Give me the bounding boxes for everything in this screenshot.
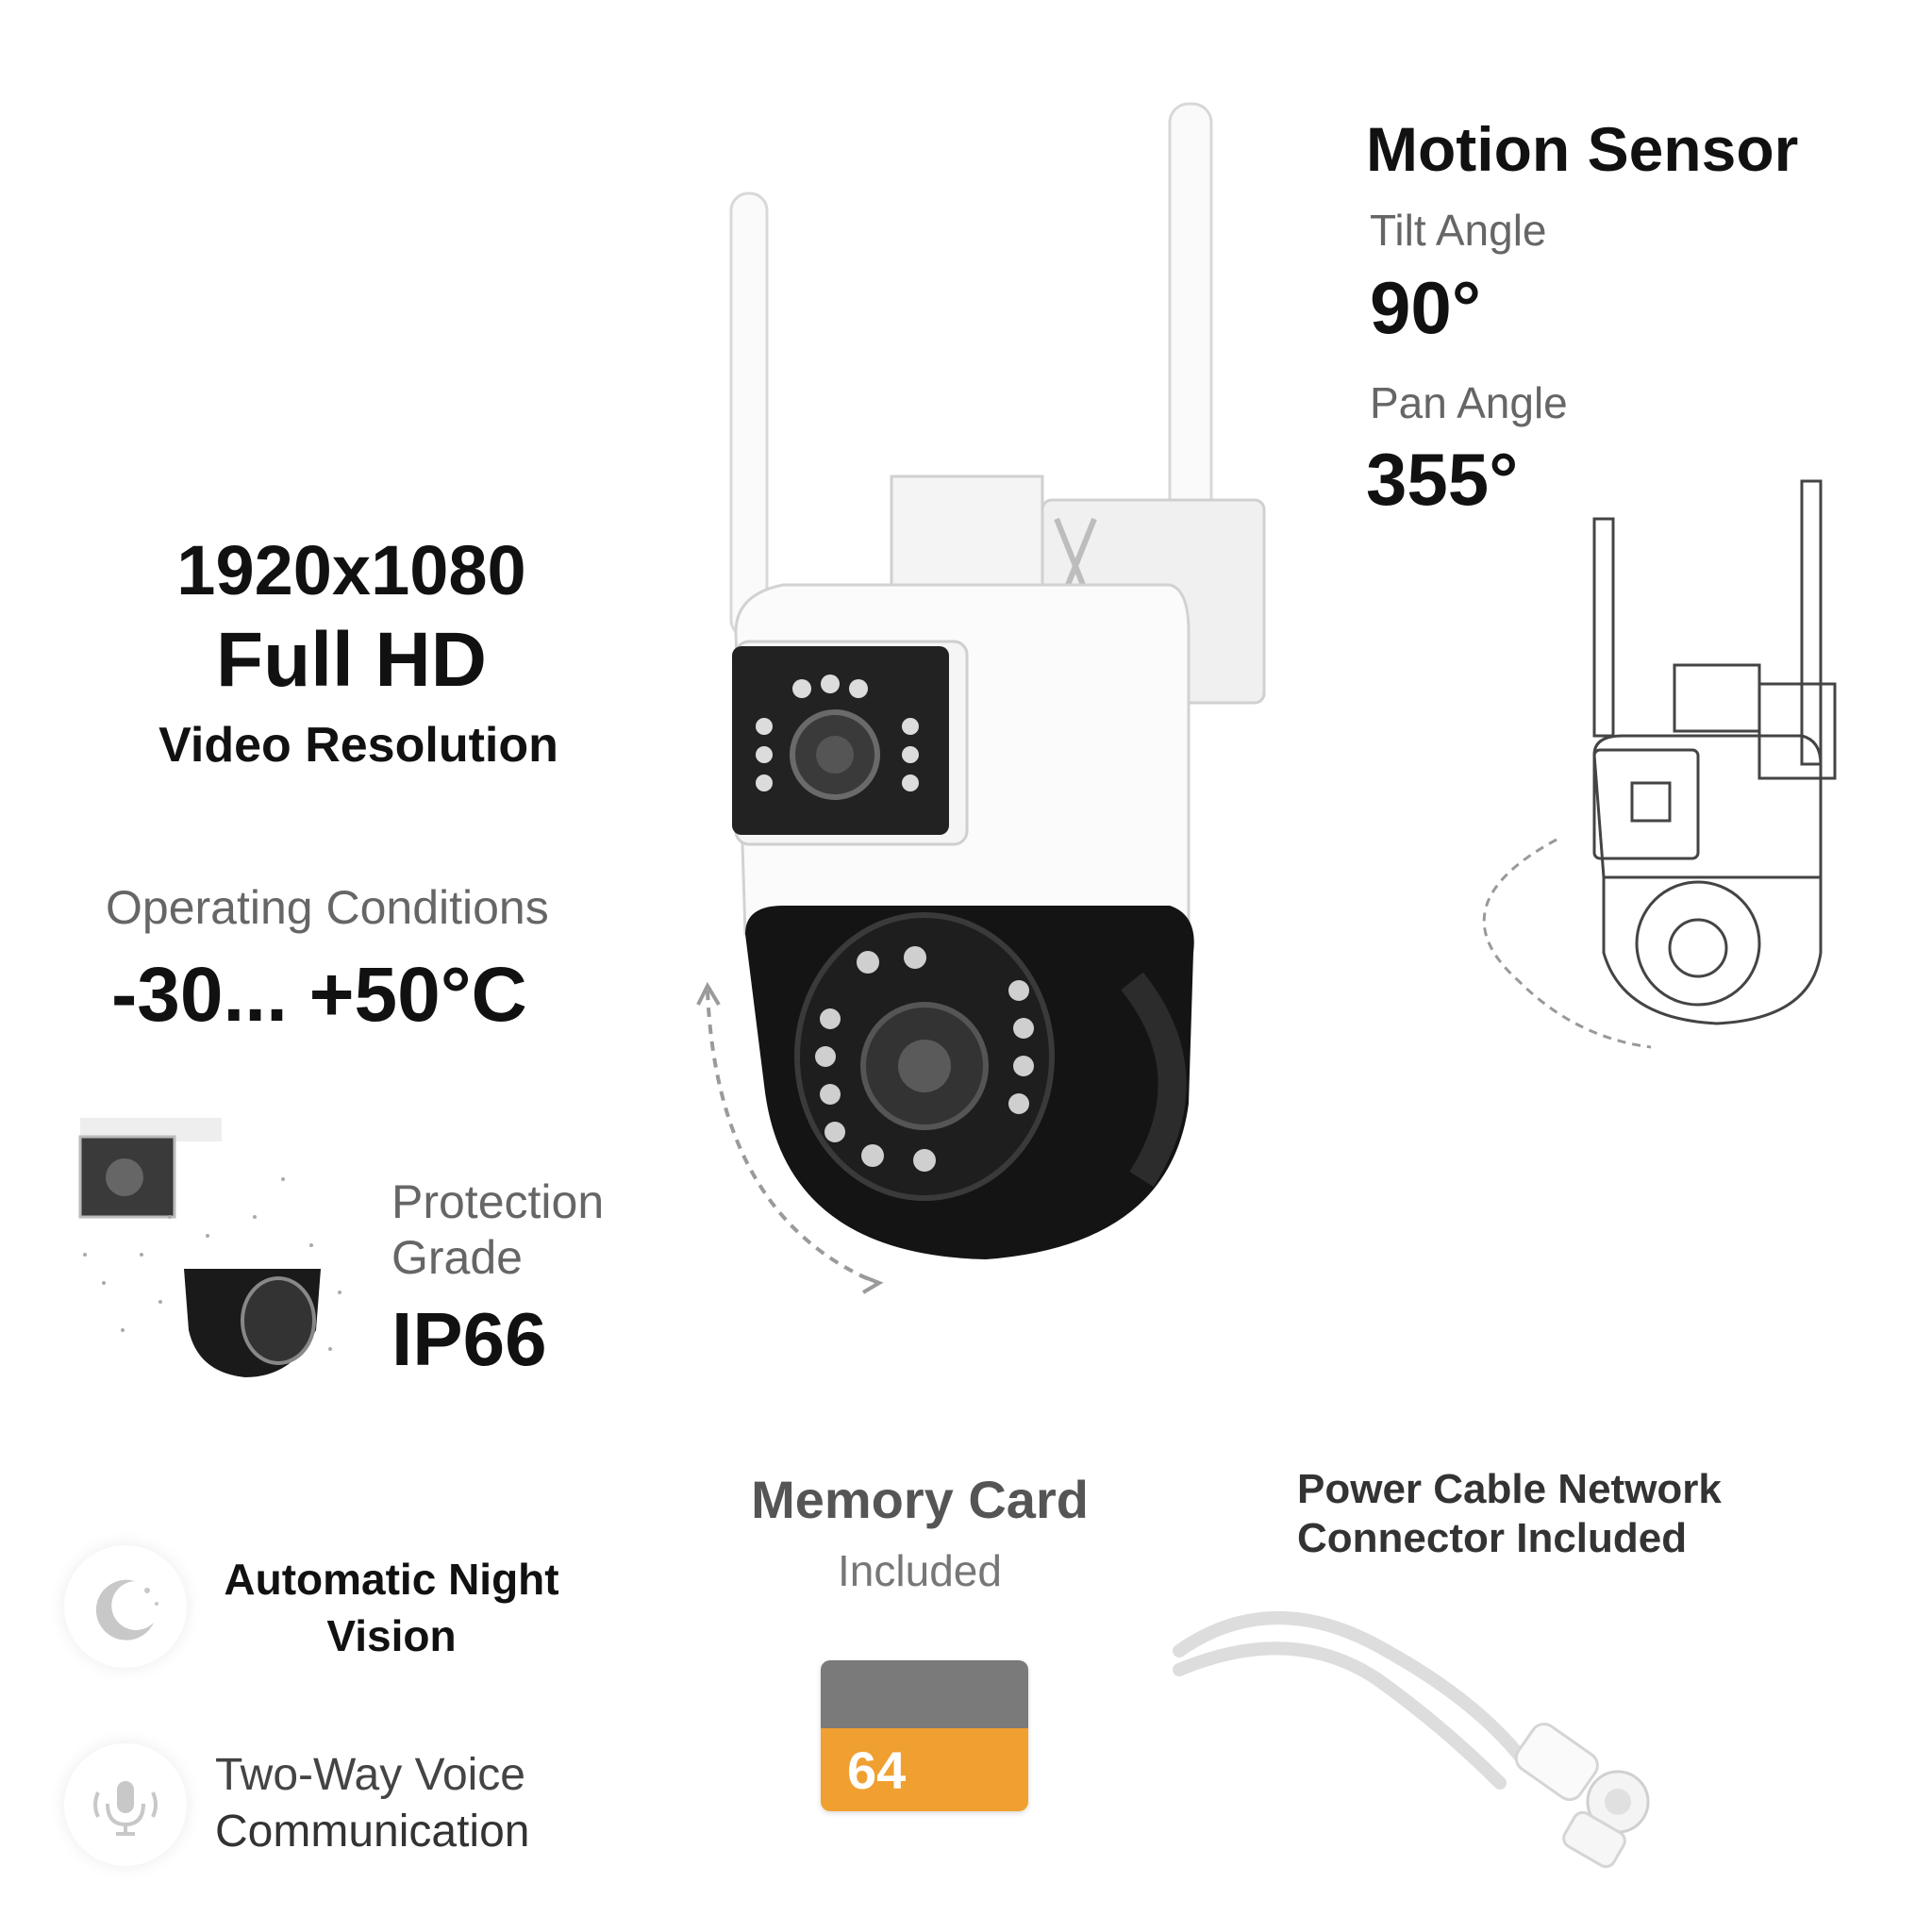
- memory-card-subtitle: Included: [838, 1546, 1002, 1595]
- power-cable-image: [1173, 1611, 1650, 1869]
- night-vision-label-line1: Automatic Night: [224, 1555, 559, 1604]
- operating-conditions-label: Operating Conditions: [106, 881, 549, 934]
- tilt-angle-label: Tilt Angle: [1370, 206, 1547, 255]
- main-camera-image: [696, 102, 1266, 1294]
- voice-icon-circle: [64, 1743, 187, 1866]
- memory-card-title: Memory Card: [751, 1470, 1089, 1529]
- voice-label-line2: Communication: [215, 1807, 530, 1857]
- resolution-value: 1920x1080: [176, 531, 526, 609]
- voice-label-line1: Two-Way Voice: [215, 1750, 525, 1800]
- protection-grade-value: IP66: [391, 1297, 547, 1381]
- power-cable-label-line1: Power Cable Network: [1297, 1466, 1722, 1512]
- pan-angle-label: Pan Angle: [1370, 378, 1568, 427]
- protection-label-line2: Grade: [391, 1231, 523, 1284]
- night-vision-label-line2: Vision: [326, 1611, 457, 1660]
- microphone-icon: [93, 1781, 158, 1836]
- motion-sensor-title: Motion Sensor: [1366, 114, 1799, 184]
- memory-card-image: 64: [821, 1660, 1028, 1811]
- tilt-angle-value: 90°: [1370, 266, 1481, 349]
- night-vision-icon-circle: [64, 1545, 187, 1668]
- operating-conditions-value: -30... +50°C: [111, 952, 527, 1038]
- pan-angle-value: 355°: [1366, 438, 1519, 521]
- protection-label-line1: Protection: [391, 1175, 605, 1228]
- memory-card-capacity: 64: [847, 1740, 907, 1800]
- ip66-camera-image: [78, 1118, 341, 1377]
- resolution-label: Full HD: [216, 617, 487, 703]
- resolution-caption: Video Resolution: [158, 718, 558, 773]
- moon-icon: [95, 1579, 158, 1641]
- sketch-camera-image: [1482, 479, 1837, 1049]
- power-cable-label-line2: Connector Included: [1297, 1515, 1688, 1561]
- left-antenna: [729, 192, 769, 639]
